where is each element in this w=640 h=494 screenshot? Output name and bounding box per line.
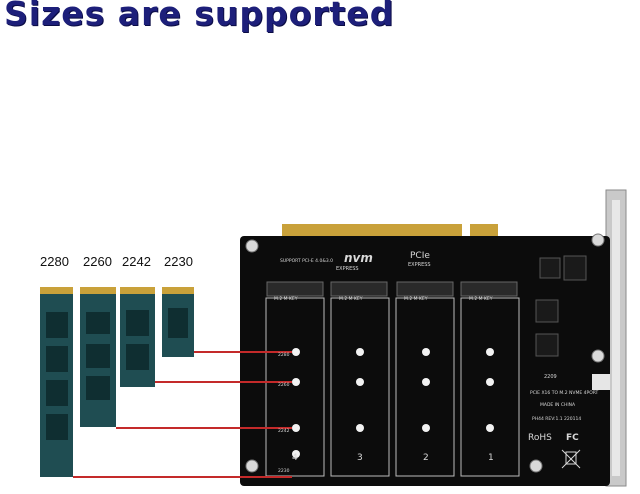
nvm-logo: nvm: [344, 251, 373, 265]
slot-header-2: M.2 M KEY: [404, 296, 428, 302]
slot-header-4: M.2 M KEY: [274, 296, 298, 302]
pcie-subtitle: EXPRESS: [408, 262, 431, 268]
ssd-2260: [80, 287, 116, 427]
slot-header-3: M.2 M KEY: [339, 296, 363, 302]
revision-text: PH44 REV:1.1 220114: [532, 416, 581, 422]
fc-mark: FC: [566, 433, 579, 443]
nvm-subtitle: EXPRESS: [336, 266, 359, 272]
made-in-text: MADE IN CHINA: [540, 402, 576, 408]
slot-number-4: 4: [292, 453, 298, 463]
slot-number-1: 1: [488, 453, 494, 463]
rohs-mark: RoHS: [528, 433, 552, 443]
size-label-2260: 2260: [83, 254, 112, 269]
pcb-board: [240, 233, 610, 486]
size-label-2242: 2242: [122, 254, 151, 269]
hole-mark-2242: 2242: [278, 428, 290, 434]
size-indicator-lines: [73, 351, 292, 478]
ssd-2280: [40, 287, 73, 477]
headline: Sizes are supported: [4, 0, 395, 33]
ssd-2230: [162, 287, 194, 357]
hole-mark-2230: 2230: [278, 468, 290, 474]
size-label-2280: 2280: [40, 254, 69, 269]
slot-header-1: M.2 M KEY: [469, 296, 493, 302]
ssd-2242: [120, 287, 155, 387]
hole-mark-2260: 2260: [278, 382, 290, 388]
weee-bin-icon: [561, 449, 581, 469]
hole-mark-2280: 2280: [278, 352, 290, 358]
model-text: PCIE X16 TO M.2 NVME 4PORT: [530, 390, 599, 396]
pcie-logo: PCIe: [410, 251, 430, 261]
size-label-2230: 2230: [164, 254, 193, 269]
slot-number-2: 2: [423, 453, 429, 463]
slot-number-3: 3: [357, 453, 363, 463]
support-text: SUPPORT PCI-E 4.0&3.0: [280, 258, 333, 264]
date-code: 2209: [544, 374, 557, 380]
standoff-holes: [292, 348, 494, 458]
